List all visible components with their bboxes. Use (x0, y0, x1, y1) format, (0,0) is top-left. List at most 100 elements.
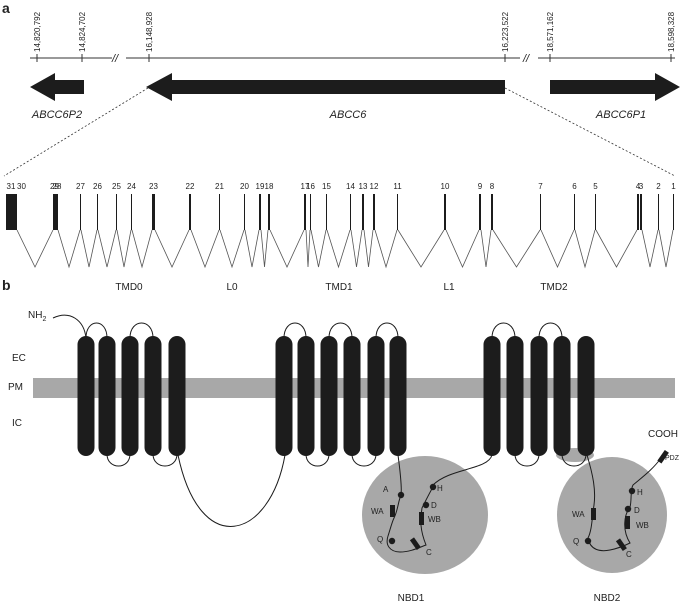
intracellular-loop (106, 453, 131, 467)
extracellular-loop (129, 322, 154, 339)
exon-box (595, 194, 596, 230)
nbd-motif-markers (388, 449, 669, 552)
tm-helix (144, 336, 162, 456)
intron-line (310, 229, 327, 268)
extracellular-loop (85, 322, 108, 339)
intron-line (260, 229, 269, 268)
exon-box (219, 194, 220, 230)
exon-box (97, 194, 98, 230)
exon-label: 1 (671, 182, 676, 191)
intron-line (397, 229, 445, 268)
motif-c-box (615, 538, 627, 552)
intron-line (219, 229, 245, 269)
exon-label: 8 (490, 182, 495, 191)
intron-line (374, 229, 398, 269)
tm-helix (297, 336, 315, 456)
exon-box (444, 194, 446, 230)
domain-labels: TMD0 L0 TMD1 L1 TMD2 (115, 282, 568, 293)
panel-b-label: b (2, 277, 11, 293)
exon-box (491, 194, 493, 230)
coord-label: 16,148,928 (145, 11, 154, 52)
nbd2-q-label: Q (573, 537, 579, 546)
intron-line (641, 229, 659, 268)
coord-label: 18,571,162 (546, 11, 555, 52)
tm-helix (553, 336, 571, 456)
gene-arrow-abcc6p2 (30, 73, 84, 101)
nbd1-label: NBD1 (398, 593, 425, 601)
exon-label: 23 (149, 182, 158, 191)
tm-helix (530, 336, 548, 456)
tm-helix (506, 336, 524, 456)
l0-loop (177, 454, 286, 527)
extracellular-loop (491, 322, 516, 339)
nbd1-wa-label: WA (371, 507, 384, 516)
motif-q-dot (388, 537, 396, 545)
exon-label: 28 (53, 182, 62, 191)
exon-box (310, 194, 311, 230)
intron-line (131, 229, 153, 269)
intron-line (80, 229, 98, 268)
exon-label: 3 (639, 182, 644, 191)
nbd2-c-label: C (626, 550, 632, 559)
exon-box (673, 194, 674, 230)
nbd1-c-label: C (426, 548, 432, 557)
cooh-label: COOH (648, 429, 678, 440)
exon-label: 16 (306, 182, 315, 191)
intron-line (492, 229, 541, 268)
motif-walker-b-box (419, 512, 424, 525)
genomic-axis (30, 54, 675, 62)
exon-label: 30 (17, 182, 26, 191)
exon-box (574, 194, 575, 230)
zoom-lines (3, 87, 676, 177)
exon-box (658, 194, 659, 230)
intracellular-loop (305, 453, 330, 467)
nbd1-labels: A H D WA WB Q C (371, 484, 443, 557)
extracellular-loop (375, 322, 399, 339)
exon-label: 14 (346, 182, 355, 191)
nbd1-domain (362, 456, 488, 574)
intron-line (16, 229, 54, 268)
exon-box (189, 194, 191, 230)
ic-label: IC (12, 418, 22, 429)
coord-label: 18,598,328 (667, 11, 676, 52)
gene-label-abcc6: ABCC6 (329, 109, 368, 121)
motif-h-dot (429, 483, 437, 491)
domain-label-l0: L0 (226, 282, 238, 293)
tm-loops (85, 322, 587, 467)
exon-label: 26 (93, 182, 102, 191)
tm-helix (275, 336, 293, 456)
exon-box (16, 194, 17, 230)
intron-line (350, 229, 363, 268)
motif-c-box (409, 537, 421, 551)
exon-label: 27 (76, 182, 85, 191)
intron-line (305, 229, 311, 268)
tm-helix (168, 336, 186, 456)
exon-box (637, 194, 639, 230)
exon-box (53, 194, 56, 230)
tm-helix (77, 336, 95, 456)
exon-label: 11 (393, 182, 402, 191)
tm-helix (483, 336, 501, 456)
intracellular-loop (561, 453, 587, 467)
extracellular-loop (283, 322, 307, 339)
nh2-label: NH2 (28, 310, 46, 323)
motif-d-dot (624, 505, 632, 513)
gene-arrows (30, 73, 680, 101)
domain-label-l1: L1 (443, 282, 455, 293)
exon-label: 20 (240, 182, 249, 191)
exon-label: 15 (322, 182, 331, 191)
exon-box (640, 194, 642, 230)
intron-line (190, 229, 220, 269)
tm-helix (98, 336, 116, 456)
intron-line (574, 229, 596, 269)
intron-line (269, 229, 305, 268)
exon-label: 21 (215, 182, 224, 191)
intron-line (326, 229, 351, 269)
exon-box (479, 194, 481, 230)
coord-label: 14,820,792 (33, 11, 42, 52)
exon-label: 7 (538, 182, 543, 191)
nbd2-domain (557, 457, 667, 573)
axis-break: // (522, 53, 530, 65)
